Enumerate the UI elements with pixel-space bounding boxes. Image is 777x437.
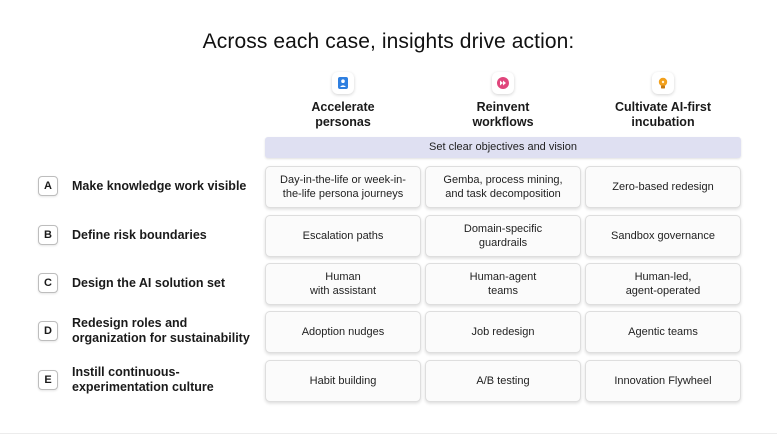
row-letter-badge: A [38, 176, 58, 196]
row-label-a: A Make knowledge work visible [38, 166, 246, 206]
row-title: Design the AI solution set [72, 275, 226, 290]
page-title: Across each case, insights drive action: [202, 30, 575, 53]
column-header-personas: Accelerate personas [265, 72, 421, 130]
cell-d-incubation: Agentic teams [585, 311, 741, 353]
cell-b-incubation: Sandbox governance [585, 215, 741, 257]
cell-d-workflows: Job redesign [425, 311, 581, 353]
persona-icon [332, 72, 354, 94]
row-title: Make knowledge work visible [72, 178, 247, 193]
row-title: Redesign roles and organization for sust… [72, 316, 250, 345]
row-letter-badge: E [38, 370, 58, 390]
fast-forward-icon [492, 72, 514, 94]
column-label: Cultivate AI-first incubation [614, 100, 712, 129]
column-header-workflows: Reinvent workflows [425, 72, 581, 130]
row-label-b: B Define risk boundaries [38, 215, 207, 255]
cell-b-personas: Escalation paths [265, 215, 421, 257]
row-label-c: C Design the AI solution set [38, 263, 225, 303]
row-letter-badge: D [38, 321, 58, 341]
cell-e-personas: Habit building [265, 360, 421, 402]
cell-a-incubation: Zero-based redesign [585, 166, 741, 208]
cell-c-workflows: Human-agent teams [425, 263, 581, 305]
row-label-d: D Redesign roles and organization for su… [38, 311, 250, 351]
row-title: Define risk boundaries [72, 227, 207, 242]
column-label: Reinvent workflows [472, 100, 534, 129]
cell-d-personas: Adoption nudges [265, 311, 421, 353]
lightbulb-icon [652, 72, 674, 94]
row-title: Instill continuous- experimentation cult… [72, 365, 214, 394]
objectives-banner: Set clear objectives and vision [265, 137, 741, 158]
cell-e-workflows: A/B testing [425, 360, 581, 402]
divider [0, 433, 777, 434]
cell-c-incubation: Human-led, agent-operated [585, 263, 741, 305]
cell-a-workflows: Gemba, process mining, and task decompos… [425, 166, 581, 208]
cell-c-personas: Human with assistant [265, 263, 421, 305]
row-label-e: E Instill continuous- experimentation cu… [38, 360, 214, 400]
cell-b-workflows: Domain-specific guardrails [425, 215, 581, 257]
row-letter-badge: B [38, 225, 58, 245]
row-letter-badge: C [38, 273, 58, 293]
column-label: Accelerate personas [311, 100, 375, 129]
cell-a-personas: Day-in-the-life or week-in- the-life per… [265, 166, 421, 208]
cell-e-incubation: Innovation Flywheel [585, 360, 741, 402]
column-header-incubation: Cultivate AI-first incubation [585, 72, 741, 130]
